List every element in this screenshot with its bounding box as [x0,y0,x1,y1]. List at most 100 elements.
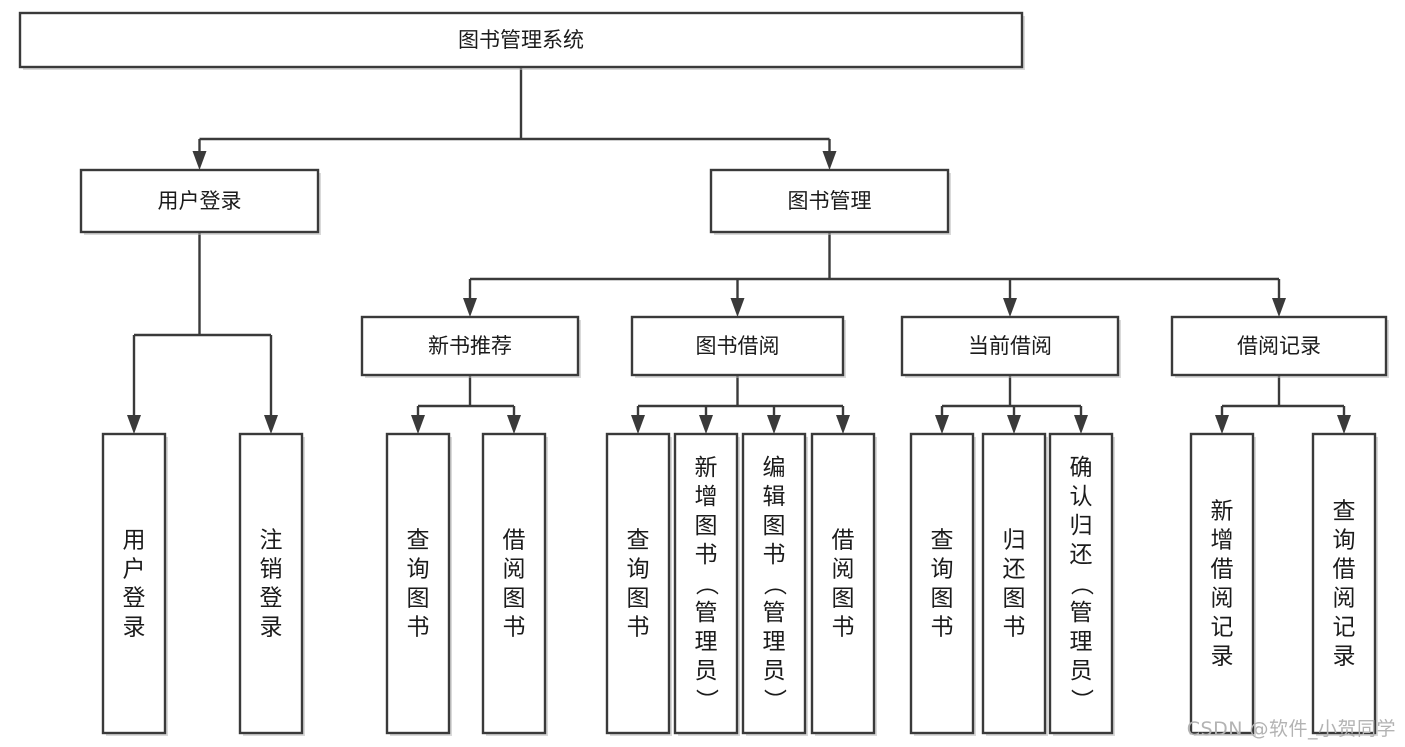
node-rect [709,168,950,234]
node-label: 用户登录 [158,189,242,213]
node-label-char: 书 [695,542,718,568]
node-label-char: 理 [1070,629,1093,655]
node-l3-图书借阅-1[interactable]: 图书借阅 [630,315,846,378]
node-label-char: 管 [763,600,786,626]
node-rect [238,432,304,735]
arrow-down-icon-books-2 [1003,298,1017,317]
node-label-char: 还 [1003,557,1026,583]
node-label-char: 确 [1070,455,1093,481]
node-rect [900,315,1120,377]
node-label-char: 销 [260,557,283,583]
node-label-char: ） [693,689,719,712]
node-label-char: 书 [832,615,855,641]
node-rect [630,315,845,377]
arrow-down-icon-books-1 [730,298,745,317]
node-label-char: 理 [763,629,786,655]
node-label-char: （ [761,573,787,596]
node-label-char: 户 [123,557,146,583]
node-label-char: 查 [1333,499,1356,525]
node-label-char: 归 [1070,513,1093,539]
node-label-char: 阅 [1333,586,1356,612]
node-rect [1048,432,1114,735]
node-label-char: 查 [627,528,650,554]
node-rect [101,432,167,735]
node-leaf-用户登录-0[interactable]: 用户登录 [101,432,168,736]
node-label-char: 用 [123,528,146,554]
arrow-down-icon-leaf0-1 [264,415,278,434]
arrow-down-icon-leaf1-1 [507,415,521,434]
node-rect [605,432,671,735]
node-label-char: 登 [123,586,146,612]
node-label-char: ） [761,689,787,712]
node-label-char: 询 [627,557,650,583]
node-label-char: 查 [931,528,954,554]
arrow-down-icon-leaf4-0 [1215,415,1229,434]
node-label-char: ） [1068,689,1094,712]
node-l3-当前借阅-2[interactable]: 当前借阅 [900,315,1121,378]
node-label-char: 新 [695,455,718,481]
arrow-down-icon-leaf3-1 [1007,415,1021,434]
node-label-char: 阅 [1211,586,1234,612]
arrow-down-icon-leaf3-0 [935,415,949,434]
node-label-char: 图 [1003,586,1026,612]
node-label-char: 借 [1211,557,1234,583]
node-label-char: 辑 [763,484,786,510]
node-label-char: 注 [260,528,283,554]
node-label-char: 图 [695,513,718,539]
node-rect [1189,432,1255,735]
node-label-char: 图 [627,586,650,612]
node-label-char: 图 [503,586,526,612]
node-label-char: 书 [931,615,954,641]
node-label-char: 询 [407,557,430,583]
node-label-char: 编 [763,455,786,481]
node-label: 图书管理系统 [458,28,584,52]
node-label: 新书推荐 [428,334,512,358]
node-layer: 图书管理系统用户登录图书管理新书推荐图书借阅当前借阅借阅记录用户登录注销登录查询… [18,11,1389,736]
node-l2-图书管理-1[interactable]: 图书管理 [709,168,951,235]
node-label-char: （ [693,573,719,596]
node-label-char: 图 [931,586,954,612]
node-rect [909,432,975,735]
node-rect [1311,432,1377,735]
node-label-char: 借 [503,528,526,554]
node-label-char: 阅 [503,557,526,583]
node-label-char: 员 [763,658,786,684]
node-l3-新书推荐-0[interactable]: 新书推荐 [360,315,581,378]
node-root-图书管理系统-0[interactable]: 图书管理系统 [18,11,1025,70]
node-l3-借阅记录-3[interactable]: 借阅记录 [1170,315,1389,378]
arrow-down-icon-books-3 [1272,298,1286,317]
node-label-char: 查 [407,528,430,554]
node-label-char: 管 [695,600,718,626]
node-rect [360,315,580,377]
node-label: 图书借阅 [696,334,780,358]
node-label-char: 增 [1211,528,1234,554]
node-label: 图书管理 [788,189,872,213]
arrow-down-icon-leaf2-1 [699,415,713,434]
node-label-char: 管 [1070,600,1093,626]
arrow-down-icon-root-0 [192,151,207,170]
arrow-down-icon-leaf4-1 [1337,415,1351,434]
node-label-char: 借 [1333,557,1356,583]
node-label-char: 员 [695,658,718,684]
node-rect [481,432,547,735]
node-label: 借阅记录 [1237,334,1321,358]
node-l2-用户登录-0[interactable]: 用户登录 [79,168,321,235]
node-label-char: 录 [123,615,146,641]
node-rect [18,11,1024,69]
node-label-char: 员 [1070,658,1093,684]
node-label-char: 询 [931,557,954,583]
node-label-char: 录 [1211,644,1234,670]
